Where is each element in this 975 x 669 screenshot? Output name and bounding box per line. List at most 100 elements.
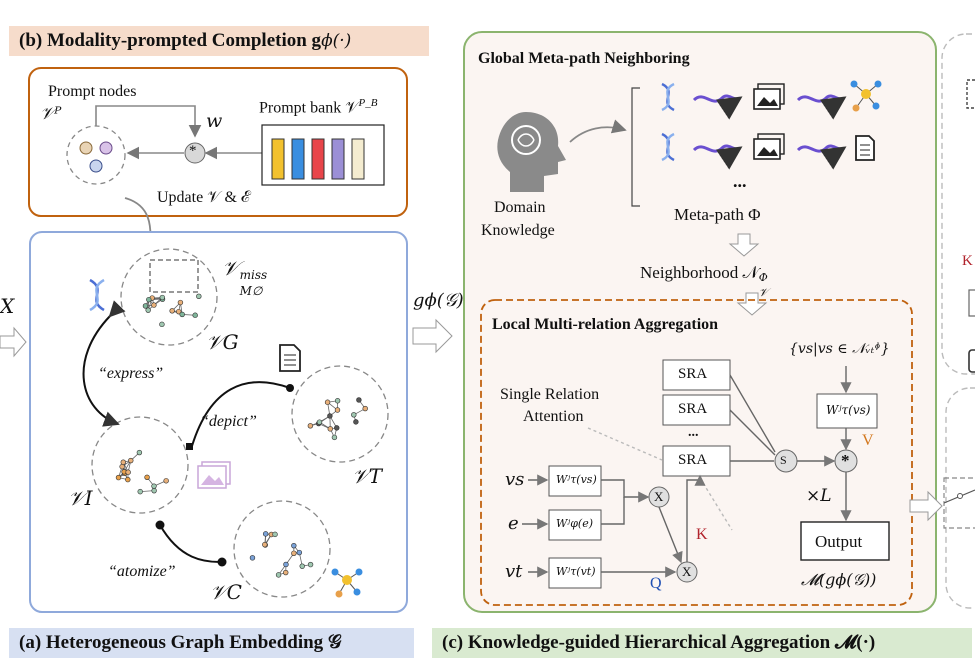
graph-node bbox=[125, 476, 131, 483]
graph-node bbox=[119, 463, 125, 470]
prompt-loop-arrow bbox=[95, 105, 202, 138]
w-vs-label: Wʲτ(vs) bbox=[556, 473, 597, 486]
head-icon bbox=[497, 112, 566, 192]
vmiss-sub: M∅ bbox=[239, 284, 263, 298]
graph-node bbox=[136, 449, 143, 456]
graph-vi bbox=[91, 416, 189, 514]
graph-node bbox=[163, 478, 169, 484]
wvs-to-x1 bbox=[601, 479, 650, 503]
graph-node bbox=[145, 307, 151, 313]
single-label: Single Relation bbox=[500, 386, 600, 403]
graph-node bbox=[327, 426, 333, 432]
graph-node bbox=[142, 303, 149, 309]
express-label: “express” bbox=[98, 365, 164, 382]
prompt-bank-box bbox=[261, 124, 385, 186]
e-label: e bbox=[508, 513, 519, 534]
graph-node bbox=[272, 531, 278, 538]
graph-node bbox=[362, 405, 368, 412]
graph-node bbox=[159, 321, 165, 328]
graph-vt bbox=[291, 365, 389, 463]
vg-label: 𝒱G bbox=[206, 330, 239, 354]
graph-node bbox=[353, 419, 359, 425]
right-partial-box-4 bbox=[943, 477, 975, 529]
prompt-node-stars bbox=[79, 141, 113, 173]
vmiss-sup: miss bbox=[239, 268, 268, 282]
xl-label: ×L bbox=[806, 486, 832, 506]
right-partial-box-1 bbox=[966, 79, 975, 109]
local-title: Local Multi-relation Aggregation bbox=[492, 316, 719, 333]
depict-arrow-end bbox=[186, 443, 193, 450]
update-label: Update 𝒱 & ℰ bbox=[157, 189, 251, 206]
caption-b-text: (b) Modality-prompted Completion g bbox=[19, 30, 322, 51]
x2-to-sra bbox=[686, 474, 706, 562]
graph-node bbox=[151, 302, 157, 308]
down-arrow-1 bbox=[728, 233, 760, 257]
vmiss-text: 𝒱 bbox=[222, 256, 239, 280]
graph-node bbox=[324, 399, 331, 405]
x-label: X bbox=[0, 294, 15, 318]
graph-node bbox=[291, 550, 297, 556]
zoom-line-1 bbox=[587, 427, 663, 461]
zoom-line-2 bbox=[699, 477, 733, 531]
x-input-arrow bbox=[0, 326, 27, 358]
vc-label: 𝒱C bbox=[210, 580, 242, 604]
star-operator-label: * bbox=[841, 451, 850, 470]
g-phi-label: gϕ(𝒢) bbox=[413, 290, 464, 311]
graph-node bbox=[196, 293, 202, 300]
vs-label: vs bbox=[505, 469, 525, 490]
graph-node bbox=[125, 469, 131, 475]
missing-box bbox=[149, 259, 199, 293]
graph-node bbox=[275, 572, 282, 578]
neighborhood-sup: Φ bbox=[758, 271, 768, 284]
sra1-to-s bbox=[729, 374, 776, 453]
graph-node bbox=[137, 488, 143, 495]
atomize-arrow-end bbox=[217, 557, 227, 567]
graph-node bbox=[291, 542, 297, 549]
v-label: V bbox=[862, 432, 874, 449]
document-icon bbox=[279, 344, 301, 372]
a-to-c-arrow bbox=[412, 318, 453, 354]
right-panel-top bbox=[941, 33, 975, 375]
atomize-label: “atomize” bbox=[108, 563, 176, 580]
graph-node bbox=[316, 419, 323, 425]
w-vs-box bbox=[548, 465, 602, 497]
right-k-label: K bbox=[962, 253, 973, 269]
k-label: K bbox=[696, 526, 708, 543]
graph-node bbox=[177, 299, 184, 306]
graph-node bbox=[334, 407, 341, 413]
graph-vg bbox=[120, 248, 218, 346]
graph-node bbox=[249, 555, 256, 561]
domain-label: Domain bbox=[494, 199, 546, 216]
prompt-nodes-label: Prompt nodes bbox=[48, 83, 137, 100]
depict-arrow bbox=[191, 381, 291, 447]
depict-label: “depict” bbox=[200, 413, 257, 430]
graph-node bbox=[262, 531, 269, 537]
graph-node bbox=[176, 308, 182, 315]
right-partial-dot bbox=[957, 493, 963, 499]
m-out-label: 𝓜(gϕ(𝒢)) bbox=[801, 570, 877, 589]
w-vt-label: Wʲτ(vt) bbox=[556, 565, 596, 578]
output-label: Output bbox=[815, 532, 863, 551]
graph-node bbox=[115, 474, 122, 481]
graph-node bbox=[169, 308, 175, 314]
graph-node bbox=[144, 474, 150, 480]
w-vt-box bbox=[548, 557, 602, 589]
image-icon bbox=[197, 461, 231, 489]
we-to-x1 bbox=[601, 497, 625, 525]
graph-vc bbox=[233, 500, 331, 598]
vt-input-label: vt bbox=[505, 561, 523, 582]
s-operator-label: S bbox=[780, 453, 787, 467]
graph-node bbox=[120, 459, 126, 465]
right-partial-box-3 bbox=[968, 349, 975, 373]
sra-label-2: SRA bbox=[678, 401, 708, 417]
molecule-icon bbox=[331, 568, 363, 598]
graph-node bbox=[283, 569, 289, 576]
graph-node bbox=[356, 397, 362, 403]
q-label: Q bbox=[650, 575, 662, 592]
graph-node bbox=[151, 483, 157, 489]
